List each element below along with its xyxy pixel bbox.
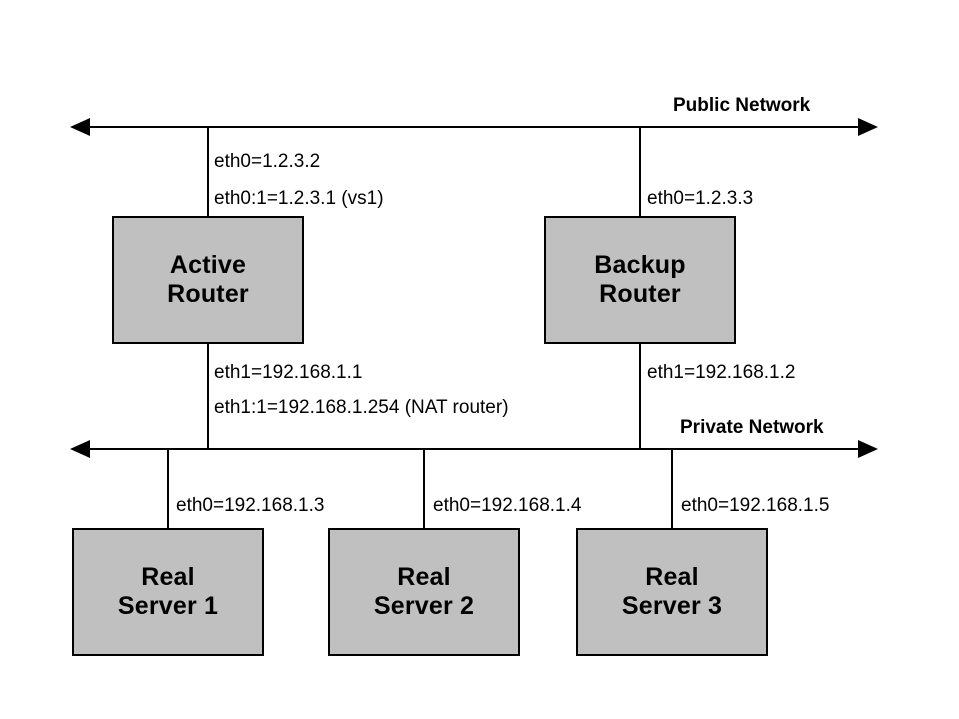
node-real-server-2[interactable]: Real Server 2 (328, 528, 520, 656)
active-router-eth1-label: eth1=192.168.1.1 (214, 362, 363, 383)
backup-router-eth0-label: eth0=1.2.3.3 (647, 188, 754, 209)
public-network-left-arrowhead (70, 118, 90, 136)
real-server-3-riser (671, 449, 673, 529)
backup-router-line-1: Backup (594, 250, 686, 279)
active-router-eth0-label: eth0=1.2.3.2 (214, 151, 321, 172)
public-network-label: Public Network (673, 95, 811, 116)
backup-router-private-riser (639, 344, 641, 449)
node-real-server-3[interactable]: Real Server 3 (576, 528, 768, 656)
real-server-1-line-2: Server 1 (117, 592, 219, 620)
real-server-2-eth0-label: eth0=192.168.1.4 (433, 495, 582, 516)
active-router-eth1-1-label: eth1:1=192.168.1.254 (NAT router) (214, 397, 509, 418)
private-network-bus-line (88, 448, 860, 450)
real-server-1-eth0-label: eth0=192.168.1.3 (176, 495, 325, 516)
real-server-1-line-1: Real (141, 562, 195, 591)
public-network-bus-line (88, 126, 860, 128)
real-server-1-riser (167, 449, 169, 529)
node-active-router[interactable]: Active Router (112, 216, 304, 344)
real-server-3-eth0-label: eth0=192.168.1.5 (681, 495, 830, 516)
active-router-private-riser (207, 344, 209, 449)
active-router-line-2: Router (167, 280, 249, 308)
real-server-3-line-1: Real (645, 562, 699, 591)
active-router-line-1: Active (169, 250, 247, 279)
private-network-label: Private Network (680, 417, 824, 438)
public-network-right-arrowhead (858, 118, 878, 136)
node-real-server-1[interactable]: Real Server 1 (72, 528, 264, 656)
private-network-right-arrowhead (858, 440, 878, 458)
backup-router-public-riser (639, 127, 641, 217)
private-network-left-arrowhead (70, 440, 90, 458)
real-server-3-line-2: Server 3 (621, 592, 723, 620)
backup-router-eth1-label: eth1=192.168.1.2 (647, 362, 796, 383)
backup-router-line-2: Router (599, 280, 681, 308)
real-server-2-riser (423, 449, 425, 529)
real-server-2-line-1: Real (397, 562, 451, 591)
active-router-eth0-1-label: eth0:1=1.2.3.1 (vs1) (214, 188, 384, 209)
active-router-public-riser (207, 127, 209, 217)
real-server-2-line-2: Server 2 (373, 592, 475, 620)
node-backup-router[interactable]: Backup Router (544, 216, 736, 344)
